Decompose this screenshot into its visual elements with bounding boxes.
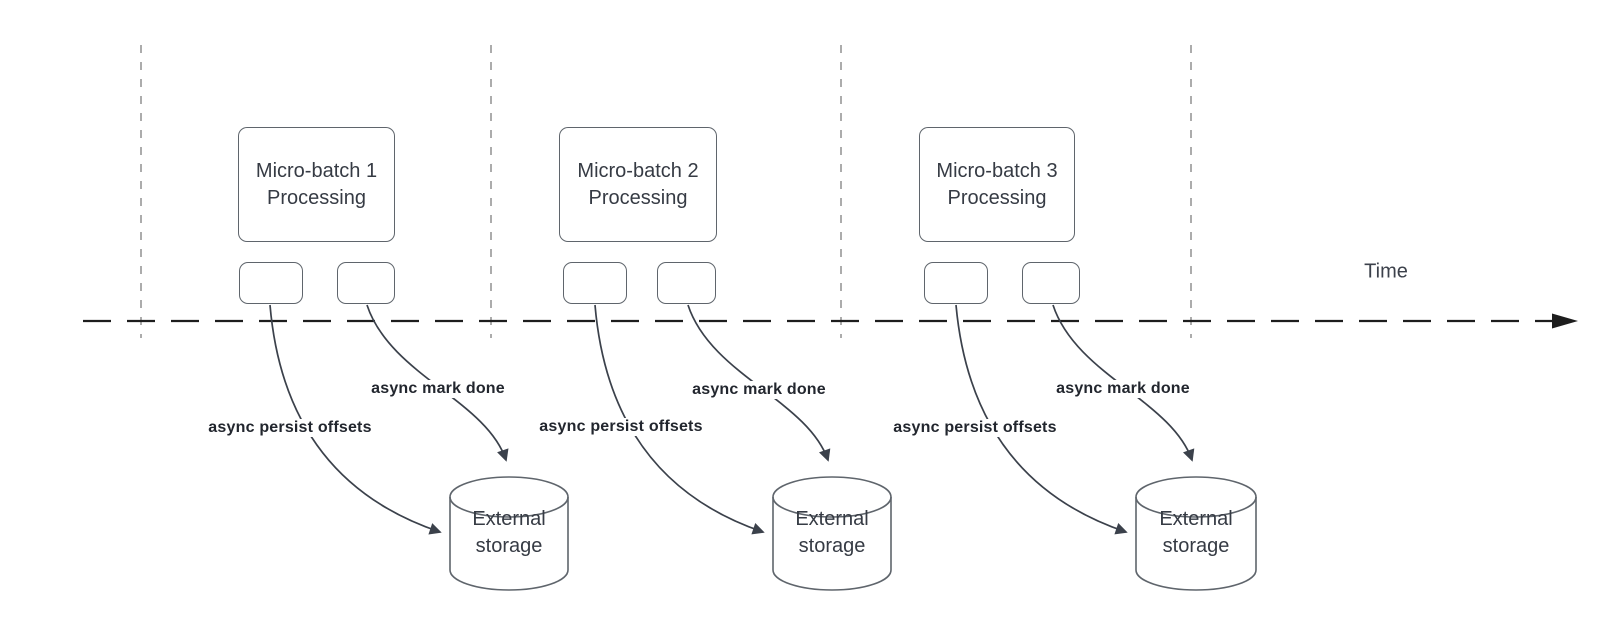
- external-storage-2-label: External storage: [767, 506, 897, 560]
- external-storage-1-line1: External: [472, 508, 546, 530]
- batch2-persist-offsets-node: [563, 262, 627, 304]
- external-storage-2-line2: storage: [798, 535, 866, 557]
- micro-batch-3-box: Micro-batch 3 Processing: [919, 127, 1075, 242]
- micro-batch-3-subtitle: Processing: [947, 186, 1047, 209]
- batch2-persist-offsets-arrow: [594, 304, 765, 535]
- external-storage-3-label: External storage: [1131, 506, 1261, 560]
- time-axis-label: Time: [1364, 260, 1408, 283]
- batch1-mark-done-label: async mark done: [368, 380, 508, 398]
- external-storage-3-line2: storage: [1162, 535, 1230, 557]
- external-storage-cylinder-3: [1135, 476, 1257, 591]
- batch3-persist-offsets-node: [924, 262, 988, 304]
- micro-batch-2-title: Micro-batch 2: [577, 159, 699, 182]
- batch3-persist-offsets-arrow: [955, 304, 1128, 535]
- external-storage-cylinder-2: [772, 476, 892, 591]
- micro-batch-1-subtitle: Processing: [267, 186, 366, 209]
- external-storage-1-line2: storage: [475, 535, 543, 557]
- batch2-persist-offsets-label: async persist offsets: [536, 418, 706, 436]
- time-axis-arrowhead-icon: [1552, 313, 1578, 329]
- micro-batch-3-title: Micro-batch 3: [936, 159, 1058, 182]
- batch1-persist-offsets-node: [239, 262, 303, 304]
- external-storage-2-line1: External: [795, 508, 869, 530]
- batch1-persist-offsets-arrow: [269, 304, 442, 535]
- batch2-mark-done-label: async mark done: [689, 381, 829, 399]
- batch1-persist-offsets-label: async persist offsets: [205, 419, 375, 437]
- micro-batch-1-box: Micro-batch 1 Processing: [238, 127, 395, 242]
- batch3-mark-done-node: [1022, 262, 1080, 304]
- batch3-persist-offsets-label: async persist offsets: [890, 419, 1060, 437]
- external-storage-3-line1: External: [1159, 508, 1233, 530]
- micro-batch-1-title: Micro-batch 1: [255, 159, 378, 182]
- micro-batch-2-subtitle: Processing: [588, 186, 688, 209]
- batch2-mark-done-node: [657, 262, 716, 304]
- micro-batch-2-box: Micro-batch 2 Processing: [559, 127, 717, 242]
- external-storage-cylinder-1: [449, 476, 569, 591]
- batch1-mark-done-node: [337, 262, 395, 304]
- external-storage-1-label: External storage: [444, 506, 574, 560]
- batch3-mark-done-label: async mark done: [1053, 380, 1193, 398]
